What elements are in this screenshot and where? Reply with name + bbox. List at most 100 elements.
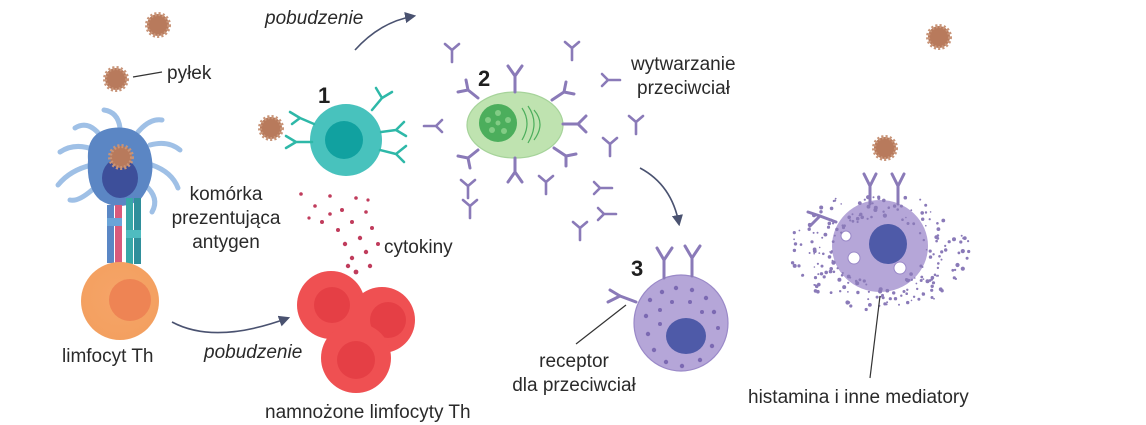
cytokine-particles	[299, 192, 380, 275]
histamine-granule	[818, 252, 821, 255]
histamine-granule	[797, 264, 801, 268]
histamine-granule	[915, 282, 918, 285]
histamine-granule	[940, 258, 943, 261]
histamine-granule	[900, 294, 903, 297]
histamine-granule	[813, 276, 818, 280]
histamine-granule	[816, 231, 819, 234]
histamine-granule	[919, 198, 922, 201]
histamine-granule	[960, 249, 965, 254]
histamine-granule	[834, 197, 837, 200]
pollen-grain-icon	[926, 24, 952, 50]
histamine-granule	[865, 283, 868, 286]
histamine-granule	[922, 278, 925, 280]
histamine-granule	[849, 219, 852, 222]
histamine-granule	[878, 288, 881, 291]
histamine-granule	[957, 251, 961, 255]
histamine-granule	[925, 248, 928, 251]
histamine-granule	[925, 279, 930, 284]
histamine-granule	[807, 227, 811, 231]
histamine-granule	[906, 288, 909, 291]
histamine-granule	[818, 246, 821, 249]
histamine-granule	[882, 198, 886, 203]
histamine-label: histamina i inne mediatory	[748, 387, 969, 408]
histamine-granule	[851, 213, 854, 216]
multiplied-th-lymphocytes	[297, 271, 415, 393]
histamine-granule	[860, 215, 864, 220]
histamine-granule	[944, 248, 948, 252]
histamine-granule	[960, 266, 965, 271]
histamine-granule	[827, 255, 832, 259]
histamine-granule	[828, 269, 833, 274]
histamine-granule	[881, 296, 885, 300]
histamine-granule	[867, 290, 871, 293]
histamine-granule	[916, 287, 919, 291]
histamine-granule	[892, 204, 897, 208]
histamine-granule	[831, 240, 835, 244]
histamine-granule	[962, 237, 965, 240]
histamine-granule	[936, 234, 940, 237]
histamine-granule	[832, 270, 836, 274]
b-cell-receptors	[284, 86, 408, 164]
histamine-granule	[910, 278, 913, 281]
histamine-granule	[798, 229, 801, 232]
histamine-granule	[868, 303, 872, 307]
histamine-granule	[881, 293, 884, 297]
histamine-granule	[896, 208, 899, 211]
histamine-granule	[906, 300, 910, 305]
histamine-granule	[924, 203, 928, 207]
histamine-granule	[866, 217, 869, 220]
histamine-granule	[955, 262, 960, 268]
histamine-granule	[827, 221, 832, 226]
histamine-granule	[840, 274, 844, 277]
histamine-granule	[882, 213, 888, 218]
histamine-granule	[792, 231, 796, 235]
histamine-granule	[944, 244, 947, 247]
histamine-granule	[959, 240, 963, 244]
histamine-granule	[925, 224, 927, 227]
histamine-granule	[910, 299, 913, 302]
histamine-granule	[847, 291, 849, 293]
histamine-granule	[799, 243, 803, 246]
histamine-granule	[837, 277, 842, 282]
histamine-granule	[928, 279, 932, 282]
histamine-granule	[813, 266, 816, 268]
histamine-granule	[817, 273, 820, 276]
histamine-granule	[835, 227, 839, 232]
histamine-granule	[941, 218, 946, 223]
histamine-granule	[935, 239, 938, 243]
histamine-granule	[854, 279, 858, 283]
histamine-granule	[924, 211, 928, 214]
histamine-granule	[822, 252, 825, 256]
stimulation-label-top: pobudzenie	[264, 8, 363, 29]
plasma-cell	[466, 91, 564, 159]
histamine-granule	[933, 297, 935, 300]
histamine-granule	[892, 291, 896, 295]
step-number-2: 2	[478, 66, 490, 91]
histamine-granule	[845, 300, 850, 305]
b-lymphocyte	[310, 104, 382, 176]
histamine-granule	[813, 284, 816, 286]
histamine-granule	[951, 268, 955, 272]
histamine-granule	[928, 255, 933, 259]
pollen-label: pyłek	[167, 63, 212, 84]
histamine-granule	[819, 205, 824, 210]
histamine-granule	[857, 201, 862, 206]
histamine-granule	[909, 272, 913, 276]
histamine-granule	[849, 276, 852, 279]
histamine-granule	[816, 262, 820, 265]
histamine-granule	[839, 290, 842, 293]
histamine-granule	[928, 218, 931, 221]
antibody-production-label-line-2: przeciwciał	[637, 78, 731, 99]
apc-label-line-1: komórka	[190, 184, 263, 205]
histamine-granule	[855, 216, 860, 221]
histamine-granule	[936, 274, 940, 277]
histamine-granule	[920, 275, 924, 279]
histamine-granule	[821, 236, 824, 239]
plasma-cell-antibodies	[456, 64, 588, 184]
histamine-granule	[812, 231, 815, 234]
histamine-granule	[833, 234, 836, 237]
histamine-granule	[836, 267, 839, 270]
pollen-grain-on-apc	[108, 144, 134, 170]
histamine-granule	[920, 211, 924, 215]
